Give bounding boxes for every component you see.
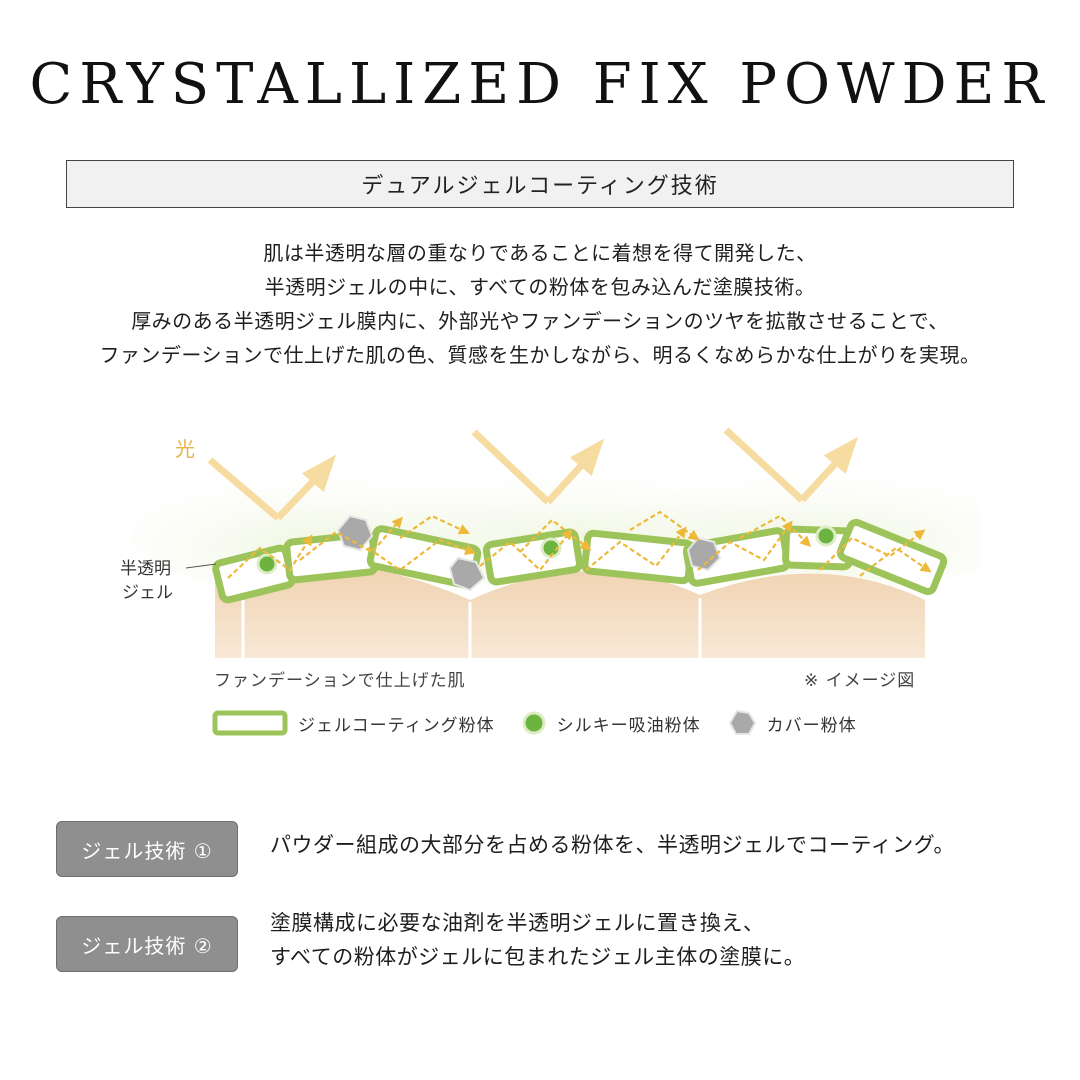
- gel-label-line-2: ジェル: [122, 583, 173, 603]
- image-note: ※ イメージ図: [804, 671, 916, 691]
- technique-line: パウダー組成の大部分を占める粉体を、半透明ジェルでコーティング。: [270, 833, 956, 857]
- gel-coating-diagram: 光 半透明 ジェル: [120, 427, 980, 658]
- skin-layer: [215, 564, 925, 658]
- scatter-arrows: [227, 510, 932, 579]
- subtitle-banner: デュアルジェルコーティング技術: [66, 160, 1014, 208]
- cover-swatch: [728, 709, 756, 735]
- silky-particle: [815, 525, 837, 547]
- description-line: 厚みのある半透明ジェル膜内に、外部光やファンデーションのツヤを拡散させることで、: [131, 309, 949, 333]
- gel-coating-swatch: [212, 710, 288, 736]
- legend-item-gel-coating: ジェルコーティング粉体: [212, 710, 495, 736]
- technique-badge-1: ジェル技術 ①: [56, 821, 238, 877]
- description-line: ファンデーションで仕上げた肌の色、質感を生かしながら、明るくなめらかな仕上がりを…: [99, 343, 981, 367]
- diagram-legend: ジェルコーティング粉体 シルキー吸油粉体 カバー粉体: [212, 708, 883, 738]
- cover-particles: [336, 514, 722, 592]
- page-title: CRYSTALLIZED FIX POWDER: [29, 52, 1051, 117]
- gel-label-leader: [185, 563, 217, 569]
- description: 肌は半透明な層の重なりであることに着想を得て開発した、 半透明ジェルの中に、すべ…: [20, 236, 1060, 372]
- legend-label: カバー粉体: [766, 715, 857, 736]
- technique-2-text: 塗膜構成に必要な油剤を半透明ジェルに置き換え、 すべての粉体がジェルに包まれたジ…: [270, 906, 805, 974]
- cover-particle: [336, 514, 374, 552]
- gel-coating-particle: [836, 518, 948, 596]
- cover-particle: [686, 536, 722, 572]
- subtitle-text: デュアルジェルコーティング技術: [361, 174, 719, 199]
- technique-1-text: パウダー組成の大部分を占める粉体を、半透明ジェルでコーティング。: [270, 828, 955, 862]
- technique-line: 塗膜構成に必要な油剤を半透明ジェルに置き換え、: [270, 911, 765, 935]
- legend-label: シルキー吸油粉体: [556, 715, 701, 736]
- legend-item-cover: カバー粉体: [727, 708, 857, 738]
- gel-label-line-1: 半透明: [120, 559, 171, 579]
- skin-caption: ファンデーションで仕上げた肌: [214, 671, 466, 691]
- light-arrows: [207, 427, 859, 521]
- light-label: 光: [175, 437, 195, 461]
- technique-line: すべての粉体がジェルに包まれたジェル主体の塗膜に。: [270, 945, 806, 969]
- silky-swatch: [522, 711, 546, 735]
- cover-particle: [448, 556, 486, 592]
- description-line: 肌は半透明な層の重なりであることに着想を得て開発した、: [263, 241, 817, 265]
- legend-item-silky: シルキー吸油粉体: [521, 710, 701, 736]
- legend-label: ジェルコーティング粉体: [298, 715, 495, 736]
- technique-badge-2: ジェル技術 ②: [56, 916, 238, 972]
- silky-particles: [256, 525, 837, 575]
- silky-particle: [256, 553, 278, 575]
- description-line: 半透明ジェルの中に、すべての粉体を包み込んだ塗膜技術。: [264, 275, 816, 299]
